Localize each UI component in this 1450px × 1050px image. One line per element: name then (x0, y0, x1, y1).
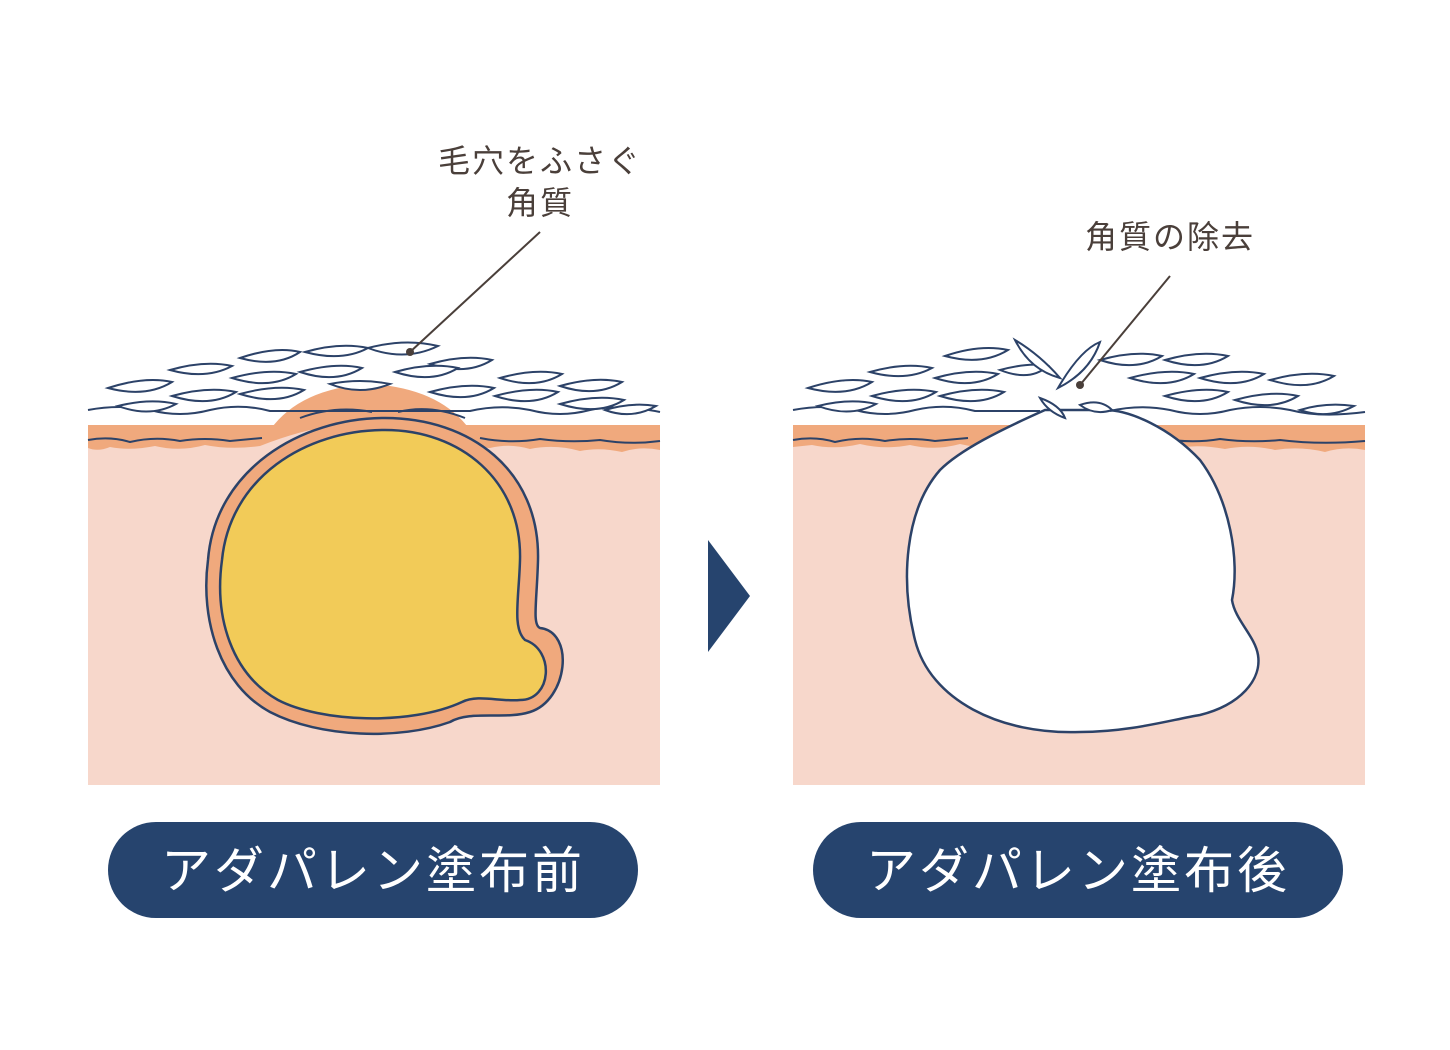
before-annotation-leader (410, 232, 540, 352)
after-annotation-text: 角質の除去 (1085, 218, 1255, 256)
after-annotation-dot (1076, 381, 1084, 389)
after-panel: 角質の除去 (793, 218, 1365, 785)
after-caption-pill: アダパレン塗布後 (813, 822, 1343, 918)
after-caption: アダパレン塗布後 (866, 842, 1290, 900)
triangle-right-icon (708, 540, 750, 652)
before-panel: 毛穴をふさぐ 角質 (88, 142, 660, 785)
after-annotation-leader (1080, 276, 1170, 385)
before-annotation-line1: 毛穴をふさぐ (438, 142, 642, 180)
after-keratin-flakes (808, 340, 1354, 418)
before-caption: アダパレン塗布前 (161, 842, 585, 900)
before-annotation-dot (406, 348, 414, 356)
before-annotation-line2: 角質 (506, 184, 574, 222)
before-caption-pill: アダパレン塗布前 (108, 822, 638, 918)
